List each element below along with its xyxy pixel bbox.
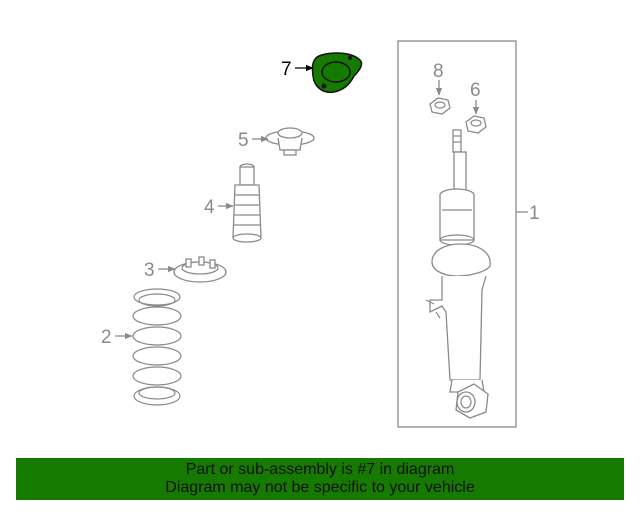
banner-line-2: Diagram may not be specific to your vehi… xyxy=(165,479,475,496)
part-8-nut xyxy=(429,97,451,115)
part-7-mount-insulator xyxy=(311,52,363,94)
part-6-nut xyxy=(465,115,487,134)
part-1-frame xyxy=(397,40,517,428)
callout-6: 6 xyxy=(470,80,481,101)
callout-1: 1 xyxy=(529,203,540,224)
callout-8: 8 xyxy=(433,61,444,82)
banner-line-1: Part or sub-assembly is #7 in diagram xyxy=(185,461,455,478)
part-5-spring-seat xyxy=(265,127,315,156)
callout-7: 7 xyxy=(281,59,292,80)
part-1-strut-assembly xyxy=(425,129,491,419)
part-info-banner: Part or sub-assembly is #7 in diagram Di… xyxy=(16,458,624,500)
parts-diagram: 7 5 4 3 2 xyxy=(101,40,540,428)
callout-4: 4 xyxy=(204,197,215,218)
part-2-coil-spring xyxy=(132,288,182,406)
callout-2: 2 xyxy=(101,327,112,348)
callout-5: 5 xyxy=(238,130,249,151)
part-4-dust-boot xyxy=(232,163,262,243)
callout-3: 3 xyxy=(144,260,155,281)
part-3-lower-spring-seat xyxy=(173,256,227,283)
